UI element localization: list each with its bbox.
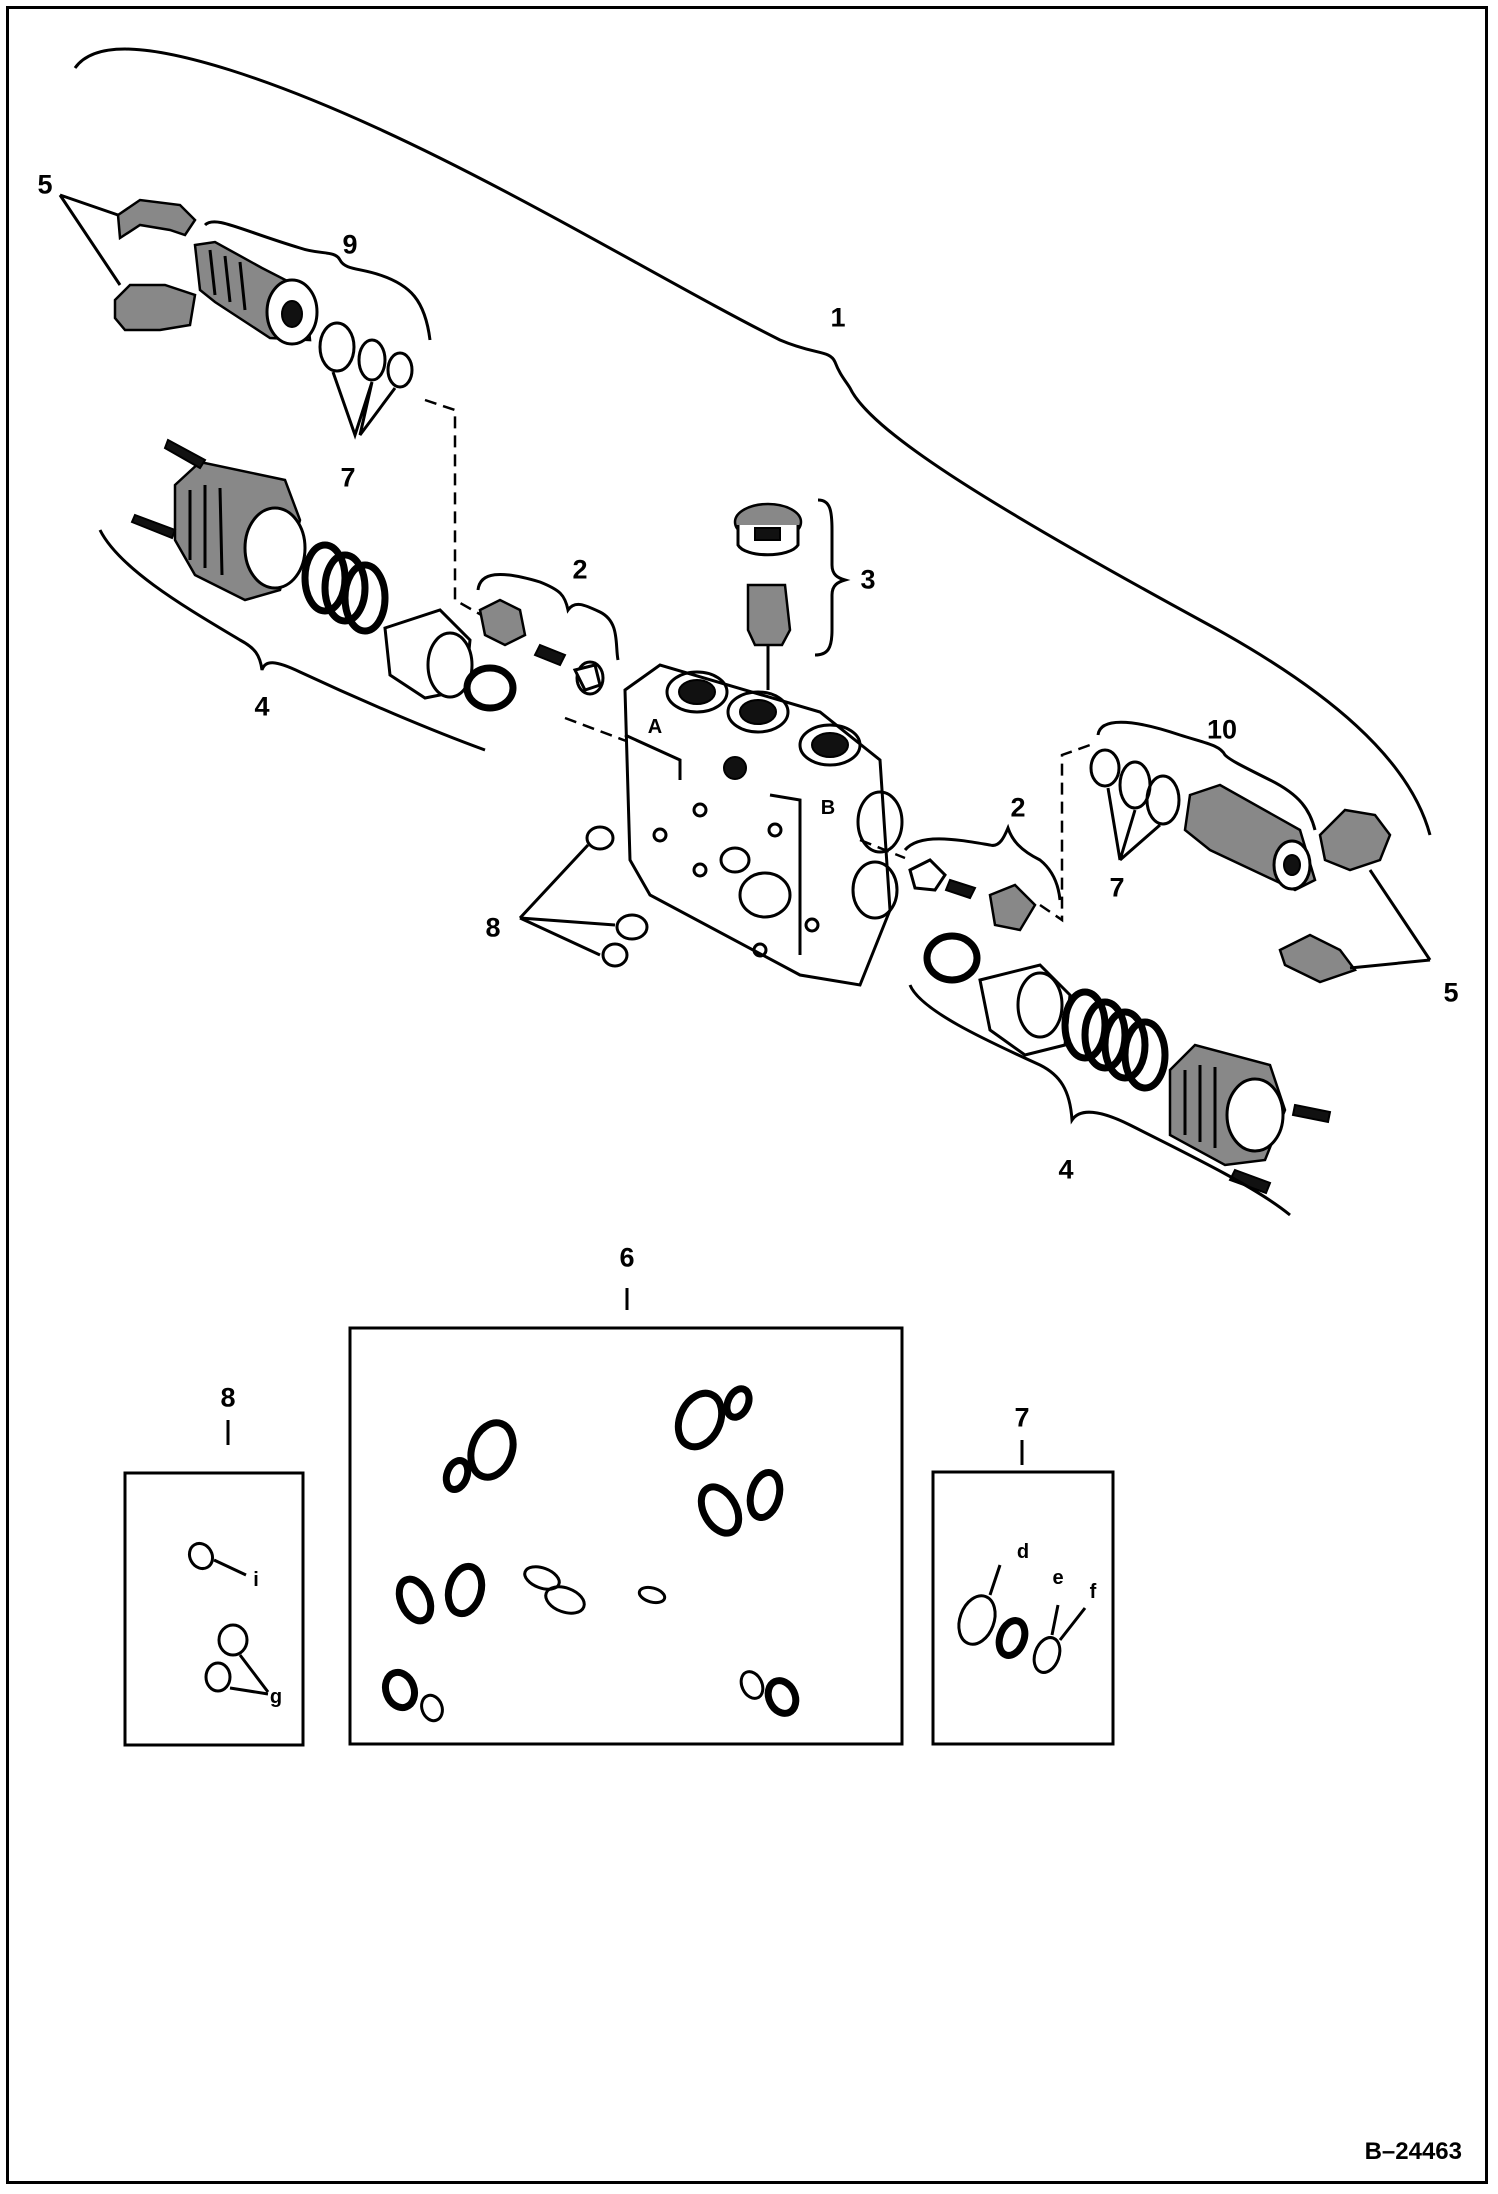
bracket-right-top xyxy=(1318,808,1392,872)
spool-right-brace xyxy=(903,823,1062,901)
kit-letter-d: d xyxy=(1016,1541,1030,1563)
drawing-number: B–24463 xyxy=(1364,2138,1462,2165)
oring-8-1 xyxy=(585,825,615,851)
spring-left-shape xyxy=(301,541,389,635)
kit-letter-i: i xyxy=(253,1569,259,1591)
kit-8-ring-i xyxy=(187,1541,215,1571)
kit-7-box xyxy=(931,1470,1115,1746)
seal-kit-box xyxy=(348,1326,904,1746)
oring-right-2 xyxy=(1118,760,1152,810)
assembly-brace xyxy=(73,47,1432,836)
seal-kit-orings xyxy=(381,1385,800,1723)
callout-relief-right: 10 xyxy=(1206,714,1238,745)
port-label-b: B xyxy=(820,797,836,819)
callout-relief-left: 9 xyxy=(342,229,358,260)
centerline-right xyxy=(859,743,1091,923)
callout-bracket-right: 5 xyxy=(1443,977,1459,1008)
port-label-a: A xyxy=(647,716,663,738)
kit-7-ring-d xyxy=(957,1594,997,1646)
leader-7-right xyxy=(1106,787,1161,862)
cap-right-brace xyxy=(908,984,1291,1217)
end-cap-right-shape xyxy=(1168,1043,1332,1195)
leader-5-left xyxy=(58,193,122,286)
kit-8-ring-g2 xyxy=(204,1661,232,1693)
check-plug-brace xyxy=(814,498,851,657)
oring-left-3 xyxy=(386,351,414,389)
callout-check-plug: 3 xyxy=(860,564,876,595)
leader-5-right xyxy=(1349,869,1432,970)
leader-8 xyxy=(518,843,616,957)
oring-right-1 xyxy=(1089,748,1121,788)
spool-right-shape xyxy=(908,858,1037,932)
check-plug-shape xyxy=(733,502,803,690)
callout-oring-kit-c-box: 8 xyxy=(220,1382,236,1413)
kit-letter-g: g xyxy=(269,1686,283,1708)
page-border xyxy=(6,6,1488,2184)
callout-assembly: 1 xyxy=(830,302,846,333)
kit-7-ring-e xyxy=(995,1617,1029,1659)
cap-left-brace xyxy=(98,529,486,752)
callout-seal-kit: 6 xyxy=(619,1242,635,1273)
oring-sleeve-left xyxy=(463,664,517,712)
kit-letter-e: e xyxy=(1052,1567,1064,1589)
callout-oring-kit-c: 8 xyxy=(485,912,501,943)
callout-oring-kit-box: 7 xyxy=(1014,1402,1030,1433)
bracket-left-top xyxy=(116,198,197,241)
relief-valve-left-shape xyxy=(193,240,319,346)
end-cap-left-shape xyxy=(130,438,307,602)
spool-left-brace xyxy=(476,572,620,661)
callout-cap-left: 4 xyxy=(254,691,270,722)
oring-left-2 xyxy=(357,338,387,382)
callout-cap-right: 4 xyxy=(1058,1154,1074,1185)
oring-8-2 xyxy=(615,913,649,941)
relief-left-brace xyxy=(203,220,432,341)
callout-oring-kit-a: 7 xyxy=(340,462,356,493)
callout-bracket-left: 5 xyxy=(37,169,53,200)
callout-spool-left: 2 xyxy=(572,554,588,585)
callout-oring-kit-b: 7 xyxy=(1109,872,1125,903)
oring-right-3 xyxy=(1145,774,1181,826)
spool-left-shape xyxy=(478,598,605,696)
kit-8-ring-g1 xyxy=(217,1623,249,1657)
oring-sleeve-right xyxy=(923,932,981,984)
callout-spool-right: 2 xyxy=(1010,792,1026,823)
oring-8-3 xyxy=(601,942,629,968)
bracket-right-bottom xyxy=(1278,933,1358,984)
leader-7-left xyxy=(331,371,397,440)
bracket-left-bottom xyxy=(113,283,197,332)
relief-valve-right-shape xyxy=(1183,783,1317,892)
valve-body-shape xyxy=(623,663,904,987)
kit-7-ring-f xyxy=(1032,1636,1062,1674)
oring-left-1 xyxy=(318,321,356,373)
spring-right-shape xyxy=(1061,988,1169,1092)
kit-letter-f: f xyxy=(1089,1581,1097,1603)
relief-right-brace xyxy=(1096,720,1317,831)
kit-8-box xyxy=(123,1471,305,1747)
